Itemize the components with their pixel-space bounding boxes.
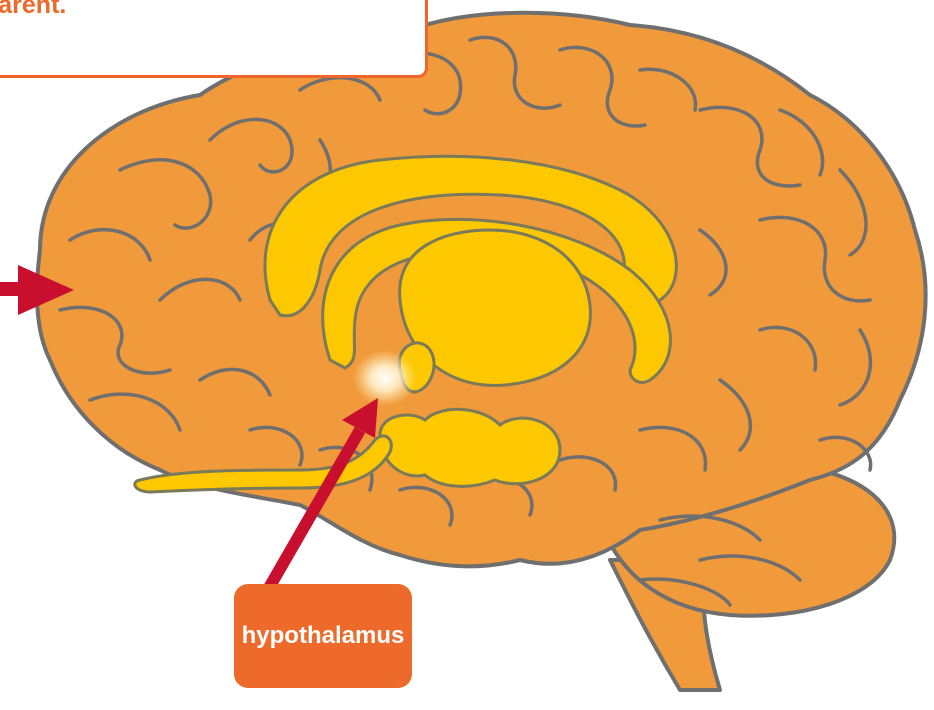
hypothalamus-label-box: hypothalamus xyxy=(234,584,412,688)
callout-box: parent. xyxy=(0,0,428,78)
hippocampus xyxy=(380,409,560,486)
callout-text: parent. xyxy=(0,0,66,20)
hypothalamus-label: hypothalamus xyxy=(242,622,405,650)
hypothalamus-glow xyxy=(353,350,417,406)
